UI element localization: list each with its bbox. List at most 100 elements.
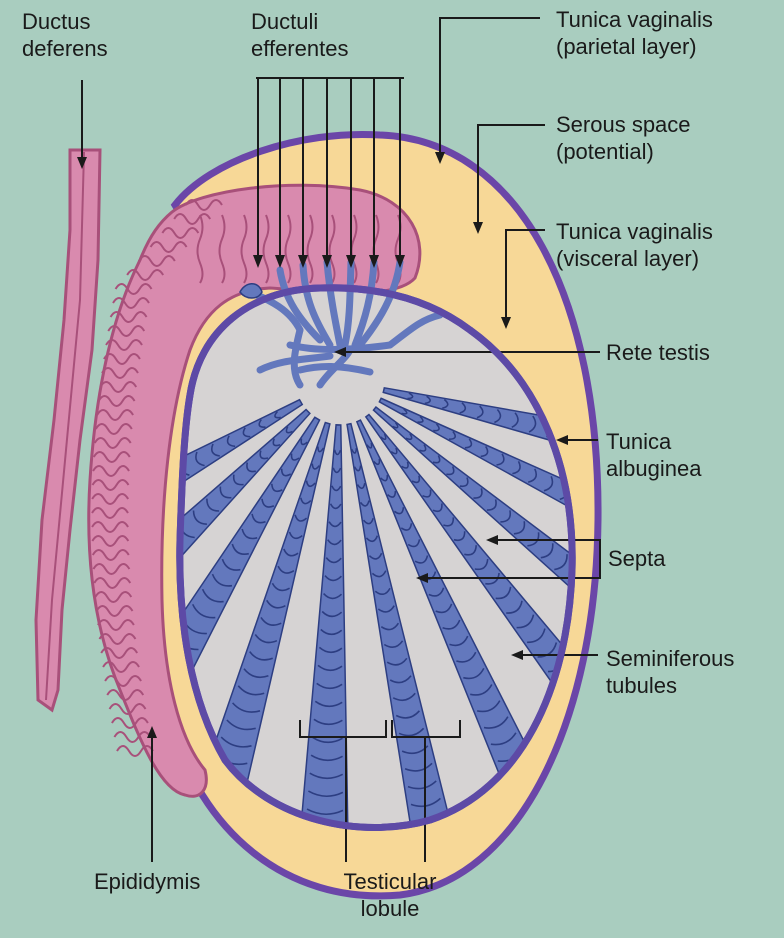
arrowhead-4: [501, 317, 511, 329]
epi-coil-27: [92, 563, 131, 575]
lobule-11: [382, 386, 573, 525]
epi-coil-11: [105, 339, 143, 351]
rete-duct-2: [276, 266, 324, 344]
ductuli-arrow-2: [275, 255, 285, 268]
ductuli-arrow-4: [322, 255, 332, 268]
leader-lines: [81, 17, 601, 862]
epi-coil-1: [185, 199, 223, 211]
ductuli-arrow-6: [369, 255, 379, 268]
epi-coil-23: [91, 507, 129, 519]
epi-coil-5: [137, 255, 176, 267]
arrowhead-8: [416, 573, 428, 583]
rete-duct-3: [299, 261, 334, 349]
epi-coil-4: [149, 241, 188, 253]
epi-coil-26: [91, 549, 130, 561]
arrowhead-6: [556, 435, 568, 445]
rete-duct-11: [386, 311, 444, 349]
epi-coil-37: [108, 703, 147, 715]
epi-coil-24: [91, 521, 129, 533]
epi-coil-14: [99, 381, 138, 393]
epi-coil-10: [107, 325, 146, 337]
epi-coil-25: [91, 535, 130, 547]
epi-coil-7: [114, 283, 153, 295]
epi-coil-31: [97, 619, 135, 631]
epi-coil-22: [91, 493, 130, 505]
epi-coil-12: [103, 353, 141, 365]
epi-coil-16: [96, 409, 134, 421]
tunica-albuginea-outline: [176, 284, 576, 831]
epi-head-coil-222: [218, 214, 226, 284]
lobule-10: [378, 397, 573, 634]
epi-coil-40: [116, 745, 154, 757]
epi-coil-39: [113, 731, 152, 743]
arrowhead-3: [473, 222, 483, 234]
tubule-coils-9: [392, 422, 573, 702]
epi-coil-35: [104, 675, 142, 687]
epi-coil-2: [173, 213, 212, 225]
epididymis-coils: [91, 199, 402, 757]
epi-coil-19: [92, 451, 131, 463]
epi-coil-30: [95, 605, 134, 617]
epi-coil-33: [100, 647, 139, 659]
epi-coil-36: [106, 689, 145, 701]
ductus-deferens-lumen: [45, 151, 85, 701]
ductuli-arrow-7: [395, 255, 405, 268]
arrowhead-2: [435, 152, 445, 164]
epi-coil-32: [98, 633, 137, 645]
label-septa: Septa: [608, 546, 666, 571]
epi-coil-21: [91, 479, 130, 491]
ductuli-arrow-5: [346, 255, 356, 268]
label-tunica-vaginalis-visceral: Tunica vaginalis(visceral layer): [556, 219, 713, 271]
epi-head-coil-244: [240, 214, 248, 284]
lobule-8: [364, 413, 573, 808]
epi-coil-28: [93, 577, 132, 589]
epi-head-coil-266: [262, 214, 270, 284]
arrowhead-10: [147, 726, 157, 738]
tubule-coils-5: [302, 449, 344, 828]
epi-coil-13: [101, 367, 139, 379]
lobule-2: [179, 408, 311, 768]
rete-duct-7: [356, 258, 404, 349]
rete-duct-5: [341, 258, 355, 349]
rete-duct-12: [256, 352, 334, 374]
label-rete-testis: Rete testis: [606, 340, 710, 365]
epi-coil-29: [94, 591, 133, 603]
leader-septa: [420, 539, 601, 579]
arrowhead-9: [511, 650, 523, 660]
leader-tv-parietal: [439, 17, 540, 160]
epi-coil-17: [94, 423, 133, 435]
lobule-9: [372, 406, 573, 730]
label-serous-space: Serous space(potential): [556, 112, 691, 164]
arrowhead-5: [334, 347, 346, 357]
arrowhead-1: [77, 157, 87, 169]
epi-coil-15: [97, 395, 136, 407]
rete-duct-6: [351, 258, 378, 349]
leader-tv-visceral: [505, 229, 545, 325]
leader-lobule-bracket-left: [299, 720, 387, 738]
leader-serous-space: [477, 124, 545, 230]
label-epididymis: Epididymis: [94, 869, 201, 894]
epi-head-coil-332: [328, 214, 336, 284]
epi-coil-18: [93, 437, 132, 449]
epi-coil-38: [111, 717, 149, 729]
epi-coil-3: [161, 227, 200, 239]
epi-coil-8: [112, 297, 150, 309]
tubule-coils-2: [179, 426, 293, 737]
arrowhead-7: [486, 535, 498, 545]
epi-coil-9: [109, 311, 148, 323]
epididymis-shape: [87, 183, 422, 798]
ductuli-arrow-3: [298, 255, 308, 268]
lobule-1: [179, 398, 304, 665]
epi-coil-34: [102, 661, 140, 673]
arrowheads: [77, 152, 568, 738]
ductuli-arrow-1: [253, 255, 263, 268]
epi-coil-6: [126, 269, 165, 281]
epi-coil-20: [92, 465, 130, 477]
